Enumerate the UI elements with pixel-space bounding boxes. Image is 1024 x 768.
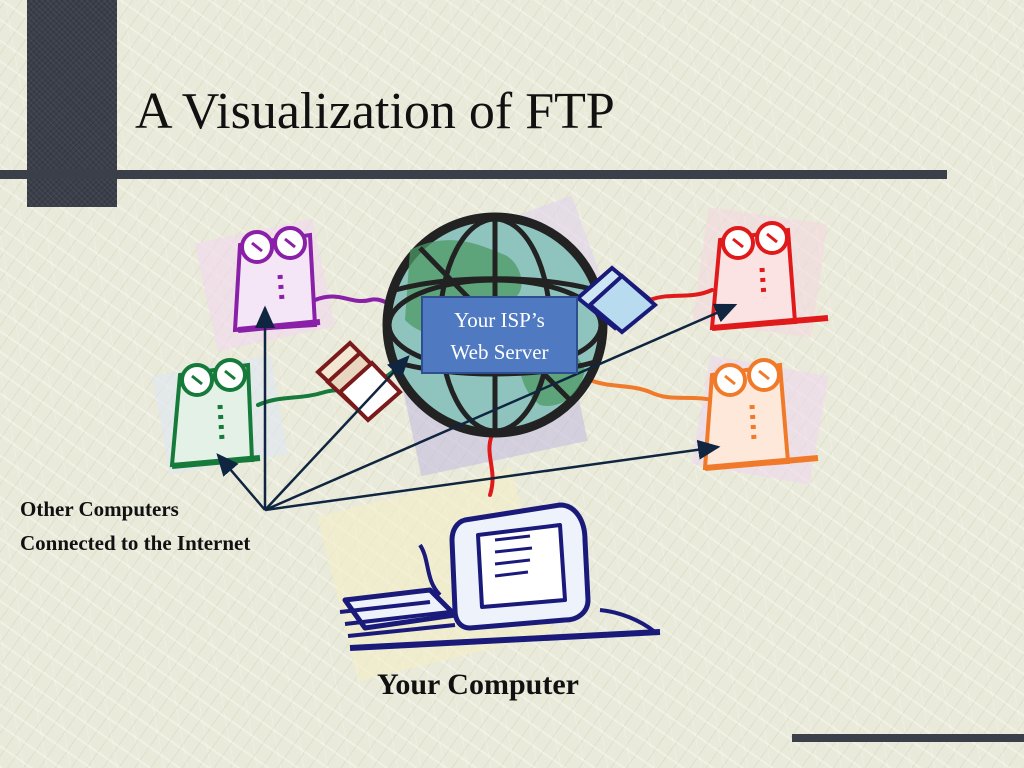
tape-server-icon-red — [709, 221, 829, 331]
tape-server-icon-green — [169, 358, 261, 469]
isp-web-server-label: Your ISP’s Web Server — [421, 296, 578, 374]
your-computer-label: Your Computer — [377, 668, 579, 701]
documents-icon-right — [574, 265, 659, 335]
documents-icon-left — [315, 340, 403, 423]
bottom-accent-rule — [792, 734, 1024, 742]
arrow-to-red-server — [264, 303, 738, 512]
cable-orange — [588, 378, 714, 402]
isp-web-server-label-line2: Web Server — [450, 340, 549, 364]
connection-arrows — [216, 303, 738, 512]
other-computers-label: Other Computers Connected to the Interne… — [20, 492, 250, 560]
isp-web-server-label-line1: Your ISP’s — [454, 308, 545, 332]
arrow-to-orange-server — [264, 439, 721, 512]
arrow-to-green-server — [216, 453, 266, 511]
slide-title: A Visualization of FTP — [135, 83, 615, 140]
other-computers-label-line2: Connected to the Internet — [20, 531, 251, 555]
title-underline-rule — [0, 170, 947, 179]
arrow-to-web-server — [264, 355, 410, 511]
tape-server-icon-orange — [702, 358, 819, 471]
other-computers-label-line1: Other Computers — [20, 497, 179, 521]
tape-server-icon-purple — [232, 226, 321, 333]
desktop-computer-icon — [339, 502, 661, 651]
